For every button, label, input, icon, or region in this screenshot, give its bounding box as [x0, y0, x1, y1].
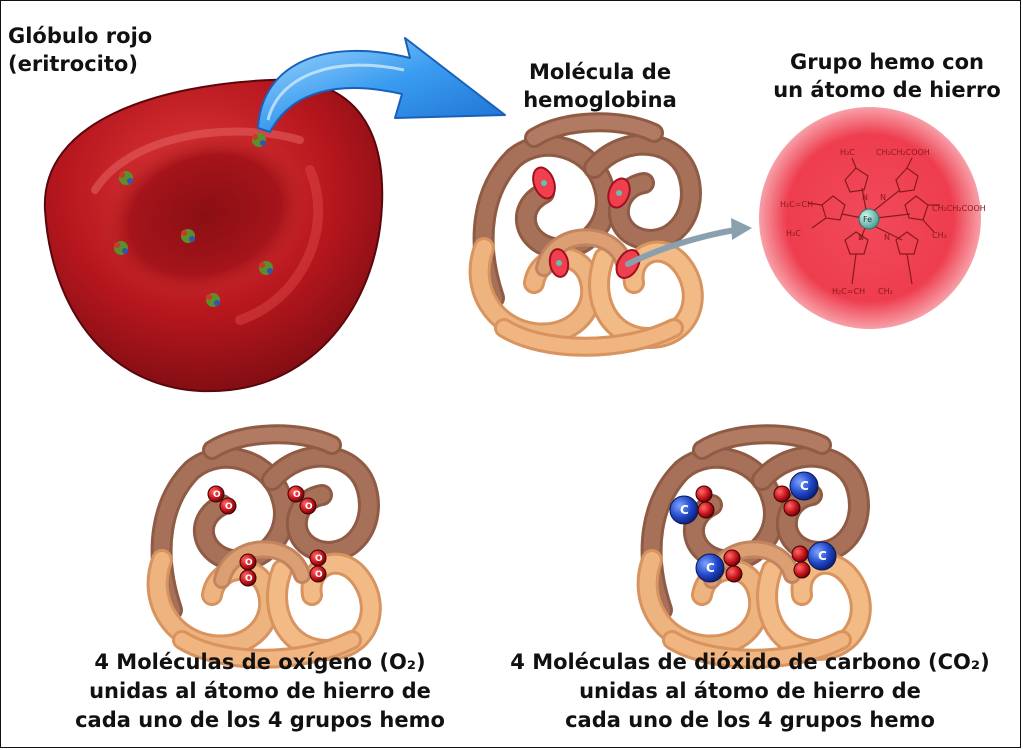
label-line: unidas al átomo de hierro de: [579, 679, 921, 703]
svg-text:O: O: [315, 554, 323, 564]
heme-label-ch3-top: H₃C: [840, 148, 855, 157]
heme-label-n: N: [884, 233, 890, 242]
hemoglobin-with-co2: C C C C: [648, 434, 861, 658]
label-red-blood-cell: Glóbulo rojo (eritrocito): [8, 22, 152, 78]
label-line: 4 Moléculas de oxígeno (O₂): [94, 650, 426, 674]
heme-label-ch3-right: CH₃: [932, 231, 947, 240]
label-line: un átomo de hierro: [773, 78, 1001, 102]
iron-atom: [858, 208, 880, 230]
hemoglobin-molecule-top: [480, 122, 693, 346]
svg-text:C: C: [800, 479, 809, 493]
label-line: 4 Moléculas de dióxido de carbono (CO₂): [510, 650, 990, 674]
svg-text:O: O: [213, 490, 221, 500]
label-hemoglobin: Molécula de hemoglobina: [500, 58, 700, 114]
co2-molecule: C: [791, 541, 837, 579]
svg-text:O: O: [315, 570, 323, 580]
co2-molecule: C: [695, 549, 743, 583]
zoom-arrow-blue: [257, 37, 506, 133]
co2-molecule: C: [773, 471, 819, 517]
heme-label-propionate-right: CH₂CH₂COOH: [932, 204, 986, 213]
label-line: (eritrocito): [8, 52, 138, 76]
label-line: cada uno de los 4 grupos hemo: [75, 708, 445, 732]
label-line: cada uno de los 4 grupos hemo: [565, 708, 935, 732]
svg-text:O: O: [225, 502, 233, 512]
svg-text:C: C: [680, 503, 689, 517]
label-heme-group: Grupo hemo con un átomo de hierro: [752, 48, 1022, 104]
heme-disc: [532, 166, 556, 200]
red-blood-cell: [43, 78, 384, 393]
svg-text:O: O: [293, 490, 301, 500]
o2-molecule: O O: [207, 485, 237, 515]
heme-label-propionate-top: CH₂CH₂COOH: [876, 148, 930, 157]
svg-text:O: O: [305, 502, 313, 512]
label-line: unidas al átomo de hierro de: [89, 679, 431, 703]
heme-group-circle: H₃C CH₂CH₂COOH H₂C=CH CH₂CH₂COOH H₃C CH₃…: [759, 107, 986, 329]
label-line: Glóbulo rojo: [8, 24, 153, 48]
heme-label-n: N: [862, 193, 868, 202]
zoom-arrow-grey: [625, 218, 752, 267]
o2-molecule: O O: [239, 553, 257, 587]
label-line: Molécula de: [528, 60, 672, 84]
label-oxygen-binding: 4 Moléculas de oxígeno (O₂) unidas al át…: [40, 648, 480, 735]
hemoglobin-specks: [114, 133, 273, 307]
label-line: Grupo hemo con: [790, 50, 984, 74]
heme-label-vinyl-left: H₂C=CH: [780, 200, 813, 209]
heme-label-n: N: [880, 193, 886, 202]
o2-molecule: O O: [287, 485, 317, 515]
heme-label-vinyl-bottom: H₂C=CH: [832, 287, 865, 296]
label-co2-binding: 4 Moléculas de dióxido de carbono (CO₂) …: [480, 648, 1020, 735]
heme-disc: [607, 177, 631, 209]
hemoglobin-with-oxygen: O O O O O O O O: [158, 434, 371, 658]
co2-molecule: C: [669, 485, 715, 525]
heme-label-ch3-bottom: CH₃: [878, 287, 893, 296]
svg-text:O: O: [245, 574, 253, 584]
heme-label-ch3-left: H₃C: [786, 229, 801, 238]
heme-label-fe: Fe: [863, 215, 872, 224]
svg-text:O: O: [245, 558, 253, 568]
svg-text:C: C: [818, 549, 827, 563]
heme-label-n: N: [858, 233, 864, 242]
label-line: hemoglobina: [523, 88, 677, 112]
o2-molecule: O O: [309, 549, 327, 583]
svg-text:C: C: [706, 561, 715, 575]
